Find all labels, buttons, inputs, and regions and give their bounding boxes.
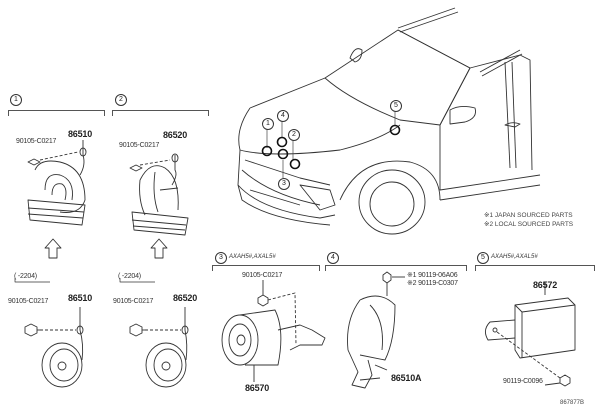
bolt-number: 90119-C0307 [418, 280, 458, 287]
vehicle-callout-3[interactable]: 3 [278, 178, 290, 190]
part-number-bolt-japan[interactable]: ※1 90119-06A06 [407, 271, 458, 279]
section-4-marker: 4 [327, 252, 339, 264]
bolt-marker: ※2 [407, 280, 417, 287]
part-number-module[interactable]: 86572 [533, 280, 558, 290]
legend-text: JAPAN SOURCED PARTS [494, 212, 573, 219]
up-arrow-1 [44, 238, 62, 259]
section-3-marker: 3 [215, 252, 227, 264]
part-number-bolt[interactable]: 90105-C0217 [119, 142, 160, 149]
module-86572-illustration [485, 282, 576, 387]
vehicle-illustration [237, 7, 541, 235]
part-number-bolt[interactable]: 90105-C0217 [8, 298, 49, 305]
part-number-horn[interactable]: 86510A [391, 373, 422, 383]
section-1-marker: 1 [10, 94, 22, 106]
section-1-bracket [8, 110, 105, 116]
vehicle-callout-5[interactable]: 5 [390, 100, 402, 112]
legend-marker: ※2 [484, 221, 494, 228]
vehicle-callout-1[interactable]: 1 [262, 118, 274, 130]
section-3-bracket [212, 265, 320, 271]
legend-text: LOCAL SOURCED PARTS [494, 221, 574, 228]
horn-86520-lower-illustration [129, 307, 189, 388]
bolt-number: 90119-06A06 [418, 272, 458, 279]
range-label: ( -2204) [14, 273, 37, 280]
section-5-model-codes: AXAH5#,AXAL5# [491, 254, 538, 260]
section-5-marker: 5 [477, 252, 489, 264]
legend-japan-sourced: ※1 JAPAN SOURCED PARTS [484, 211, 573, 219]
range-label: ( -2204) [118, 273, 141, 280]
horn-86510A-illustration [347, 271, 405, 389]
section-4-bracket [325, 265, 467, 271]
part-number-bolt[interactable]: 90119-C0096 [503, 378, 543, 385]
part-number-bolt[interactable]: 90105-C0217 [242, 272, 283, 279]
part-number-horn[interactable]: 86520 [173, 293, 198, 303]
legend-marker: ※1 [484, 212, 494, 219]
section-2-bracket [112, 110, 209, 116]
part-number-horn[interactable]: 86520 [163, 130, 188, 140]
part-number-horn[interactable]: 86510 [68, 129, 93, 139]
horn-86570-illustration [221, 280, 326, 382]
horn-86510-lower-illustration [24, 307, 84, 388]
part-number-bolt-local[interactable]: ※2 90119-C0307 [407, 279, 458, 287]
part-number-horn[interactable]: 86510 [68, 293, 93, 303]
bolt-marker: ※1 [407, 272, 417, 279]
horn-86510-upper-illustration [27, 140, 87, 226]
section-2-marker: 2 [115, 94, 127, 106]
part-number-bolt[interactable]: 90105-C0217 [113, 298, 154, 305]
section-3-model-codes: AXAH5#,AXAL5# [229, 254, 276, 260]
legend-local-sourced: ※2 LOCAL SOURCED PARTS [484, 220, 573, 228]
part-number-bolt[interactable]: 90105-C0217 [16, 138, 57, 145]
vehicle-callout-2[interactable]: 2 [288, 129, 300, 141]
section-5-bracket [475, 265, 595, 271]
vehicle-callout-4[interactable]: 4 [277, 110, 289, 122]
figure-id: 867877B [560, 400, 585, 406]
horn-86520-upper-illustration [129, 153, 189, 236]
part-number-horn[interactable]: 86570 [245, 383, 270, 393]
up-arrow-2 [150, 238, 168, 259]
